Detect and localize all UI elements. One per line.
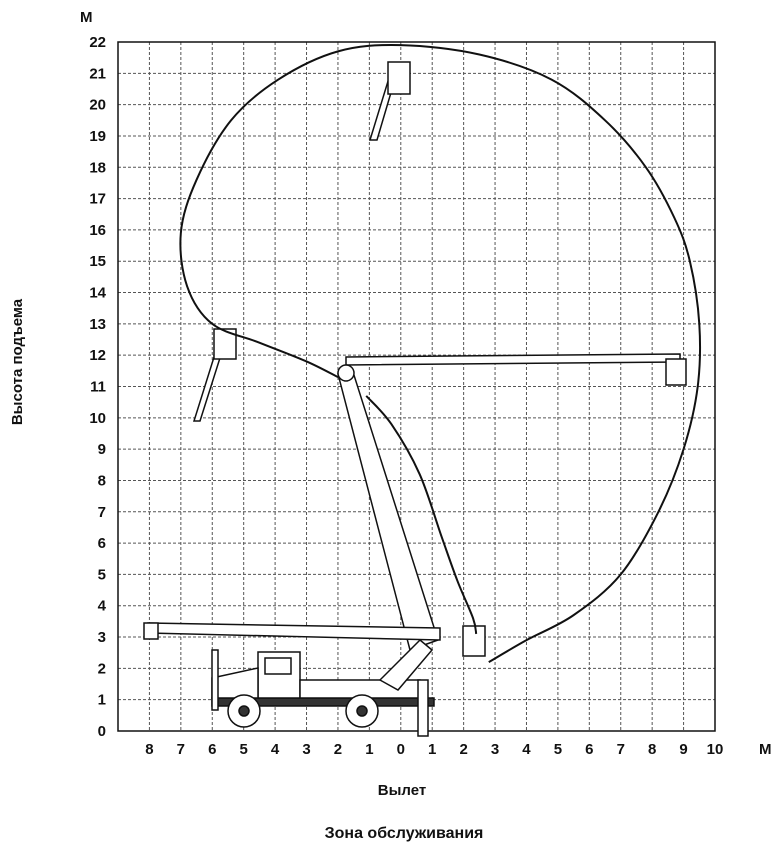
inner-reach-curve xyxy=(365,395,478,635)
platform-low xyxy=(462,625,486,657)
x-tick-label: 2 xyxy=(459,741,467,758)
x-tick-label: 10 xyxy=(707,741,724,758)
y-tick-label: 5 xyxy=(98,566,106,583)
y-axis-title: Высота подъема xyxy=(9,298,26,425)
x-tick-label: 9 xyxy=(679,741,687,758)
y-tick-label: 3 xyxy=(98,629,106,646)
y-tick-label: 14 xyxy=(89,285,106,302)
x-tick-label: 1 xyxy=(365,741,373,758)
outrigger-front xyxy=(211,649,219,711)
x-tick-label: 3 xyxy=(302,741,310,758)
upper-boom-horizontal xyxy=(345,353,681,366)
y-tick-label: 12 xyxy=(89,347,106,364)
x-tick-label: 4 xyxy=(522,741,531,758)
x-tick-label: 6 xyxy=(208,741,216,758)
figure-caption: Зона обслуживания xyxy=(325,825,484,842)
y-tick-label: 0 xyxy=(98,723,106,740)
platform-top xyxy=(387,61,411,95)
boom-hinge xyxy=(337,364,355,382)
y-tick-label: 16 xyxy=(89,222,106,239)
plot-border xyxy=(117,41,716,732)
y-tick-label: 18 xyxy=(89,159,106,176)
plot-frame xyxy=(117,41,716,732)
y-tick-label: 2 xyxy=(98,660,106,677)
y-unit-label: М xyxy=(80,9,93,26)
platform-left xyxy=(213,328,237,360)
x-tick-label: 7 xyxy=(177,741,185,758)
x-tick-label: 4 xyxy=(271,741,280,758)
y-tick-label: 22 xyxy=(89,34,106,51)
boom-illustration xyxy=(143,61,687,657)
x-tick-label: 2 xyxy=(334,741,342,758)
y-tick-label: 10 xyxy=(89,410,106,427)
lower-boom xyxy=(337,371,439,651)
x-tick-label: 0 xyxy=(397,741,405,758)
truck-hood xyxy=(211,667,259,699)
y-tick-label: 19 xyxy=(89,128,106,145)
work-zone-boundary xyxy=(179,44,702,663)
x-tick-label: 3 xyxy=(491,741,499,758)
x-tick-label: 6 xyxy=(585,741,593,758)
y-tick-label: 11 xyxy=(90,379,106,396)
y-tick-label: 8 xyxy=(98,472,106,489)
y-tick-label: 4 xyxy=(98,598,107,615)
y-tick-label: 9 xyxy=(98,441,106,458)
y-tick-label: 13 xyxy=(89,316,106,333)
y-tick-label: 7 xyxy=(98,504,106,521)
x-axis-title: Вылет xyxy=(378,782,426,799)
x-tick-label: 8 xyxy=(145,741,153,758)
boom-tip-left xyxy=(143,622,159,640)
x-unit-label: М xyxy=(759,741,772,758)
x-tick-label: 5 xyxy=(554,741,562,758)
y-tick-label: 1 xyxy=(98,692,106,709)
x-tick-label: 7 xyxy=(617,741,625,758)
x-tick-label: 1 xyxy=(428,741,436,758)
truck-illustration xyxy=(211,638,435,737)
truck-cab-window xyxy=(264,657,292,675)
x-tick-label: 8 xyxy=(648,741,656,758)
y-tick-label: 20 xyxy=(89,97,106,114)
x-tick-label: 5 xyxy=(240,741,248,758)
y-tick-label: 17 xyxy=(89,191,106,208)
outrigger-rear xyxy=(417,679,429,737)
y-tick-label: 15 xyxy=(89,253,106,270)
boom-base xyxy=(378,638,434,691)
platform-right xyxy=(665,358,687,386)
y-tick-label: 6 xyxy=(98,535,106,552)
y-tick-label: 21 xyxy=(89,65,106,82)
